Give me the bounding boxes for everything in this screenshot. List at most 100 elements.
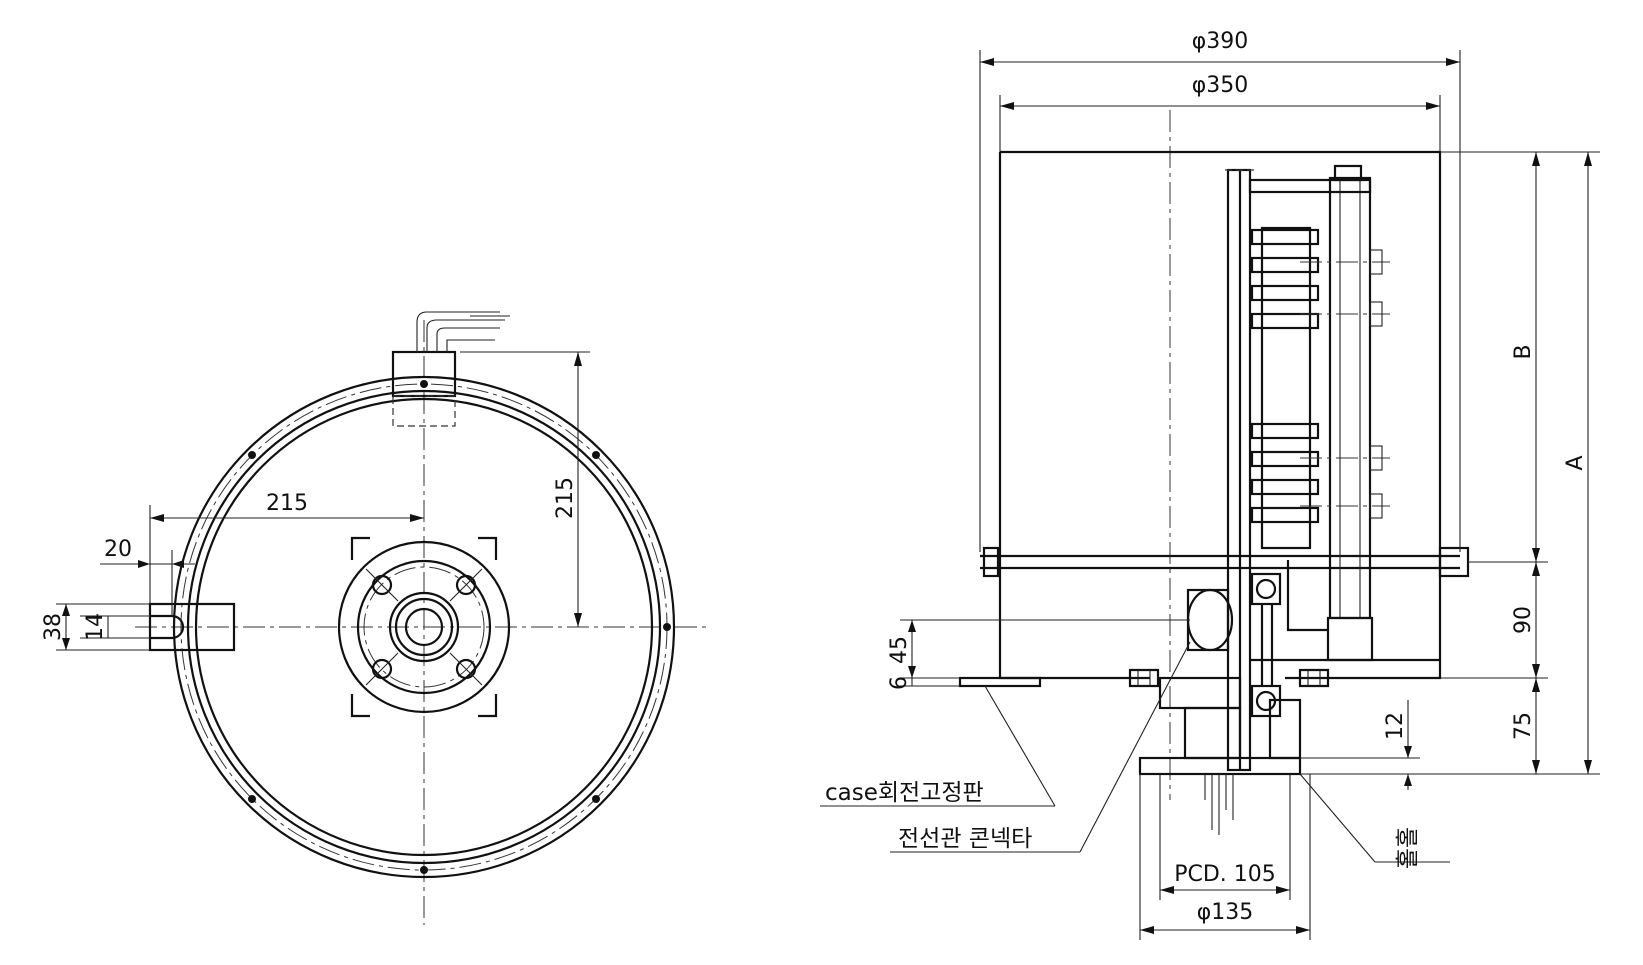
bolt-hole xyxy=(248,795,256,803)
dim-slot-height: 38 14 xyxy=(41,603,150,651)
hub-flange xyxy=(356,559,492,695)
bolt-hole xyxy=(663,623,671,631)
label-conduit-connector: 전선관 콘넥타 xyxy=(890,641,1191,853)
label-hole-text: 홀홀 xyxy=(1395,827,1421,869)
hub-bore xyxy=(404,607,444,647)
upper-bearing xyxy=(1250,572,1282,606)
dim-flange-dia: φ135 xyxy=(1139,774,1311,940)
hub-lugs xyxy=(350,536,498,718)
label-conduit-connector-text: 전선관 콘넥타 xyxy=(898,826,1032,852)
dim-pcd: PCD. 105 xyxy=(1159,774,1291,900)
dim-mid-height-text: 90 xyxy=(1511,606,1536,634)
side-view: φ390 φ350 A B 90 xyxy=(820,29,1600,940)
slip-ring-body xyxy=(1260,226,1312,550)
nut-left xyxy=(1128,668,1160,688)
hub-bore-outer xyxy=(394,597,454,657)
hub-bolts xyxy=(365,568,483,686)
hub-bolt xyxy=(371,658,393,680)
dim-case-outer-dia: φ390 xyxy=(979,29,1461,552)
cable-leads xyxy=(416,311,505,352)
dim-slot-height-text: 38 xyxy=(41,613,66,641)
outer-case-ring xyxy=(172,375,676,879)
dim-slot-offset: 20 xyxy=(100,537,195,616)
dim-case-outer-dia-text: φ390 xyxy=(1192,29,1249,54)
slip-ring xyxy=(1250,450,1320,468)
left-bolt-nut xyxy=(982,546,1000,578)
nut-left-marks xyxy=(1137,670,1321,686)
slip-ring xyxy=(1250,284,1320,302)
hub-bolt xyxy=(455,658,477,680)
nut-right xyxy=(1298,668,1330,688)
hub-pcd xyxy=(363,566,485,688)
case-inner-ring xyxy=(194,397,654,857)
ring-bolt-holes xyxy=(248,380,671,874)
dim-case-inner-dia: φ350 xyxy=(999,73,1441,152)
hub-plate xyxy=(337,540,511,714)
brush-rod-bottom xyxy=(1326,616,1374,662)
dim-total-height-text: A xyxy=(1563,455,1588,470)
slip-ring xyxy=(1250,228,1320,246)
right-bolt-nut xyxy=(1438,546,1470,578)
dim-slot-width-text: 14 xyxy=(83,613,108,641)
base-flange xyxy=(1138,756,1302,776)
slip-ring xyxy=(1250,256,1320,274)
hub-boss xyxy=(388,591,460,663)
hub-bolt-mark xyxy=(449,652,483,686)
lead-wires xyxy=(1204,774,1234,835)
dim-base-height: 75 xyxy=(1511,678,1540,774)
dim-total-height: A xyxy=(1300,151,1600,775)
dim-connector-height: 45 6 xyxy=(887,619,1190,690)
slip-ring xyxy=(1250,478,1320,496)
bolt-hole xyxy=(248,451,256,459)
label-case-plate: case회전고정판 xyxy=(820,685,1056,807)
slip-ring xyxy=(1250,506,1320,524)
case-plate xyxy=(958,676,1042,688)
top-terminal-block xyxy=(391,350,457,398)
dim-radius-horizontal: 215 xyxy=(149,491,424,604)
slip-ring-stack xyxy=(1250,226,1320,550)
hub-bolt-mark xyxy=(365,568,399,602)
dim-small-offset-text: 6 xyxy=(887,676,912,690)
case-outline xyxy=(998,150,1442,680)
label-hole: 홀홀 xyxy=(1299,773,1450,869)
dim-flange-dia-text: φ135 xyxy=(1197,900,1254,925)
bolt-hole xyxy=(592,795,600,803)
brush-centerlines xyxy=(1300,249,1390,519)
brush-rod-top-bracket xyxy=(1248,178,1372,194)
dim-slot-offset-text: 20 xyxy=(104,537,132,562)
dim-radius-vertical-text: 215 xyxy=(553,477,578,519)
conduit-connector xyxy=(1186,588,1234,652)
hub-bolt-mark xyxy=(449,568,483,602)
brush xyxy=(1369,249,1383,275)
dim-plate-thickness: 12 xyxy=(1300,700,1420,790)
upper-bearing-ball xyxy=(1255,578,1277,600)
brush-rod xyxy=(1328,176,1372,620)
bolt-hole xyxy=(420,866,428,874)
brush-rod-nut-top xyxy=(1333,164,1363,182)
dim-pcd-text: PCD. 105 xyxy=(1174,862,1276,887)
brush xyxy=(1369,493,1383,519)
brush xyxy=(1369,445,1383,471)
slip-ring xyxy=(1250,312,1320,330)
brush-bracket xyxy=(1250,560,1440,662)
slot-cut xyxy=(150,614,185,640)
dim-upper-height: B xyxy=(1468,152,1548,563)
label-case-plate-text: case회전고정판 xyxy=(825,780,984,806)
dim-plate-thickness-text: 12 xyxy=(1383,712,1408,740)
outer-case-ring-inner xyxy=(186,389,662,865)
front-view: 215 215 20 38 14 xyxy=(41,311,710,925)
top-terminal-hidden xyxy=(392,395,456,427)
hub-bolt xyxy=(371,574,393,596)
brush xyxy=(1369,301,1383,327)
bolt-hole xyxy=(592,451,600,459)
dim-radius-vertical: 215 xyxy=(460,351,590,627)
dim-radius-horizontal-text: 215 xyxy=(266,491,308,516)
left-slot-lug xyxy=(148,602,236,652)
dim-connector-height-text: 45 xyxy=(887,636,912,664)
dim-case-inner-dia-text: φ350 xyxy=(1192,73,1249,98)
hub-bolt xyxy=(455,574,477,596)
bolt-hole xyxy=(420,380,428,388)
slip-ring xyxy=(1250,422,1320,440)
base-right-block xyxy=(1268,698,1302,760)
hub-bolt-mark xyxy=(365,652,399,686)
